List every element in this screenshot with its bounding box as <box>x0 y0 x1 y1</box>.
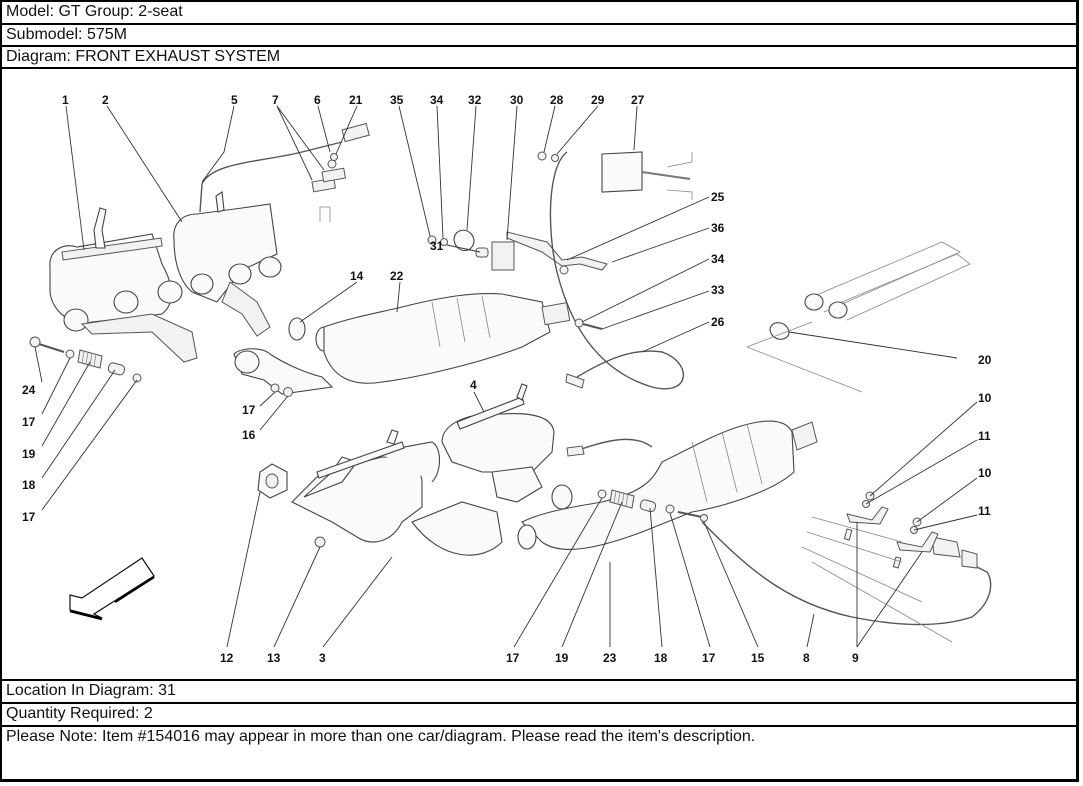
callout-22: 22 <box>390 269 404 283</box>
callout-28: 28 <box>550 93 564 107</box>
callout-11a: 11 <box>978 429 991 443</box>
callout-27: 27 <box>631 93 645 107</box>
callout-26: 26 <box>711 315 725 329</box>
bracket-30 <box>491 241 515 271</box>
callout-19b: 19 <box>555 651 569 665</box>
callout-1: 1 <box>62 93 69 107</box>
catalytic-converter-22 <box>323 293 551 384</box>
quantity-row: Quantity Required: 2 <box>2 704 1076 727</box>
callout-34b: 34 <box>711 252 725 266</box>
callout-11b: 11 <box>978 504 991 518</box>
gasket-14 <box>288 317 306 341</box>
exhaust-manifold-4 <box>441 383 555 503</box>
callout-17e: 17 <box>702 651 716 665</box>
exhaust-diagram: 1 2 5 7 6 21 35 34 32 30 28 29 27 25 36 … <box>2 69 1076 681</box>
bracket-7b <box>321 167 346 183</box>
callout-8: 8 <box>803 651 810 665</box>
callout-13: 13 <box>267 651 281 665</box>
note-row: Please Note: Item #154016 may appear in … <box>6 728 756 745</box>
rubber-mount-32 <box>453 229 475 252</box>
callout-17a: 17 <box>22 415 36 429</box>
callouts-top: 1 2 5 7 6 21 35 34 32 30 28 29 27 <box>62 93 645 107</box>
callout-30: 30 <box>510 93 524 107</box>
location-row: Location In Diagram: 31 <box>2 681 1076 704</box>
callout-15: 15 <box>751 651 765 665</box>
callout-21: 21 <box>349 93 363 107</box>
nut-35 <box>427 235 437 245</box>
callout-17d: 17 <box>506 651 520 665</box>
callout-4: 4 <box>470 378 477 392</box>
callout-18a: 18 <box>22 478 36 492</box>
callout-31: 31 <box>430 239 444 253</box>
oxygen-sensor-5 <box>199 141 343 213</box>
front-pipe-23 <box>521 420 795 550</box>
exhaust-manifold-2 <box>173 191 282 337</box>
callout-18b: 18 <box>654 651 668 665</box>
callout-17b: 17 <box>22 510 36 524</box>
callout-3: 3 <box>319 651 326 665</box>
leader-lines <box>34 105 978 648</box>
bracket-7a <box>311 177 336 193</box>
callouts-left: 24 17 19 18 17 <box>22 383 36 524</box>
callout-19a: 19 <box>22 447 36 461</box>
callout-33: 33 <box>711 283 725 297</box>
model-row: Model: GT Group: 2-seat <box>2 2 1076 25</box>
callout-9: 9 <box>852 651 859 665</box>
callouts-middle: 14 22 31 17 16 4 <box>242 239 477 442</box>
oxygen-sensor-8-wire <box>701 521 992 626</box>
callouts-right: 25 36 34 33 26 20 10 11 10 11 <box>711 190 992 518</box>
callout-32: 32 <box>468 93 482 107</box>
callouts-bottom: 12 13 3 17 19 23 18 17 15 8 9 <box>220 651 859 665</box>
front-direction-arrow-icon <box>69 557 155 619</box>
submodel-row: Submodel: 575M <box>2 25 1076 47</box>
callout-6: 6 <box>314 93 321 107</box>
callout-17c: 17 <box>242 403 256 417</box>
tailpipes <box>804 241 971 321</box>
callout-12: 12 <box>220 651 234 665</box>
callout-23: 23 <box>603 651 617 665</box>
nut-13 <box>314 536 326 548</box>
callout-5: 5 <box>231 93 238 107</box>
exhaust-diagram-drawing: 1 2 5 7 6 21 35 34 32 30 28 29 27 25 36 … <box>22 93 992 665</box>
callout-25: 25 <box>711 190 725 204</box>
exhaust-manifold-3 <box>257 429 503 556</box>
callout-34: 34 <box>430 93 444 107</box>
callout-2: 2 <box>102 93 109 107</box>
callout-20: 20 <box>978 353 992 367</box>
bolt-spring-set-left <box>29 336 142 383</box>
callout-7: 7 <box>272 93 279 107</box>
callout-10b: 10 <box>978 466 992 480</box>
callout-29: 29 <box>591 93 605 107</box>
control-module-27 <box>601 151 643 193</box>
callout-16: 16 <box>242 428 256 442</box>
callout-14: 14 <box>350 269 364 283</box>
callout-35: 35 <box>390 93 404 107</box>
callout-10a: 10 <box>978 391 992 405</box>
bracket-9b <box>896 531 939 553</box>
callout-36: 36 <box>711 221 725 235</box>
diagram-name-row: Diagram: FRONT EXHAUST SYSTEM <box>2 47 1076 69</box>
callout-24: 24 <box>22 383 36 397</box>
bracket-9a <box>846 506 889 525</box>
exhaust-manifold-1 <box>49 207 198 363</box>
